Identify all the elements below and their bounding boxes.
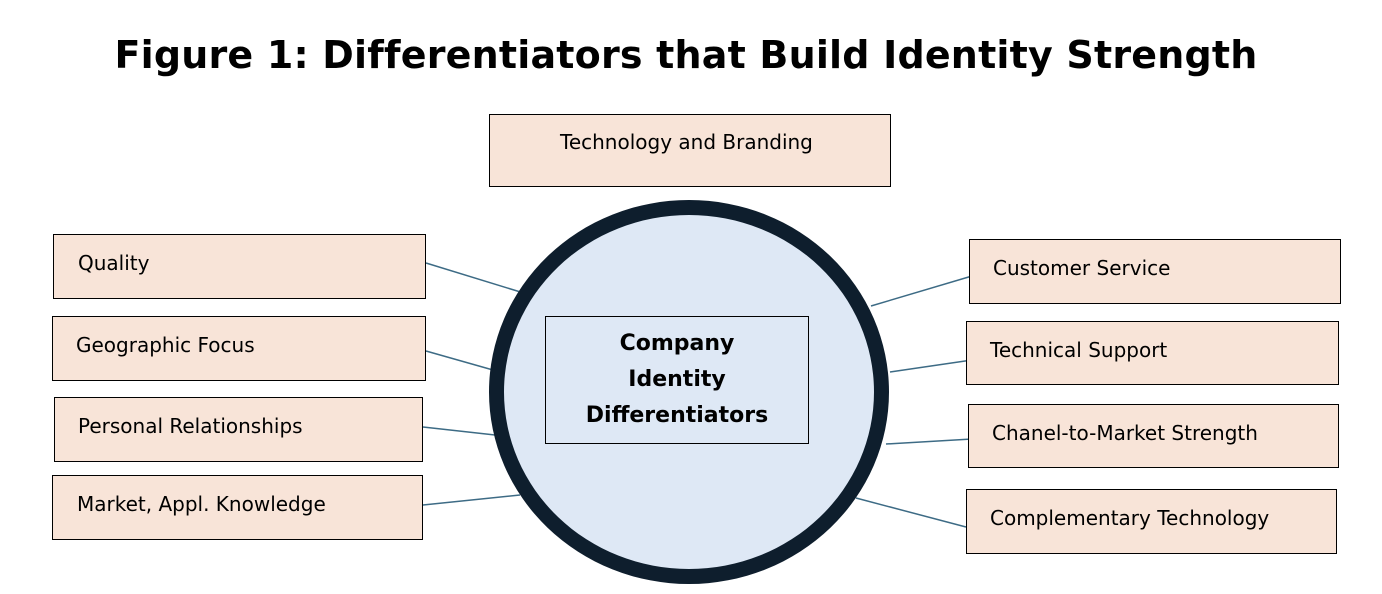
connector-personal-relationships — [422, 426, 496, 436]
node-label: Customer Service — [993, 256, 1171, 280]
node-label: Market, Appl. Knowledge — [77, 492, 326, 516]
node-personal-relationships: Personal Relationships — [54, 397, 423, 462]
node-label: Chanel-to-Market Strength — [992, 421, 1258, 445]
connector-customer-service — [870, 275, 973, 307]
center-node-label: Company Identity Differentiators — [585, 331, 769, 428]
connector-technical-support — [889, 359, 973, 373]
node-label: Quality — [78, 251, 150, 275]
connector-channel-strength — [885, 438, 973, 445]
node-customer-service: Customer Service — [969, 239, 1341, 304]
node-label: Personal Relationships — [78, 414, 303, 438]
node-label: Geographic Focus — [76, 333, 255, 357]
node-technology-branding: Technology and Branding — [489, 114, 891, 187]
node-quality: Quality — [53, 234, 426, 299]
connector-quality — [425, 262, 528, 295]
node-label: Complementary Technology — [990, 506, 1270, 530]
figure-title: Figure 1: Differentiators that Build Ide… — [114, 33, 1258, 77]
connector-complementary-technology — [855, 497, 967, 528]
node-technical-support: Technical Support — [966, 321, 1339, 385]
connector-geographic-focus — [425, 350, 494, 371]
connector-market-knowledge — [422, 494, 521, 506]
node-label: Technology and Branding — [560, 130, 813, 154]
node-label: Technical Support — [990, 338, 1168, 362]
node-market-knowledge: Market, Appl. Knowledge — [52, 475, 423, 540]
node-channel-strength: Chanel-to-Market Strength — [968, 404, 1339, 468]
center-node: Company Identity Differentiators — [545, 316, 809, 444]
node-complementary-technology: Complementary Technology — [966, 489, 1337, 554]
node-geographic-focus: Geographic Focus — [52, 316, 426, 381]
